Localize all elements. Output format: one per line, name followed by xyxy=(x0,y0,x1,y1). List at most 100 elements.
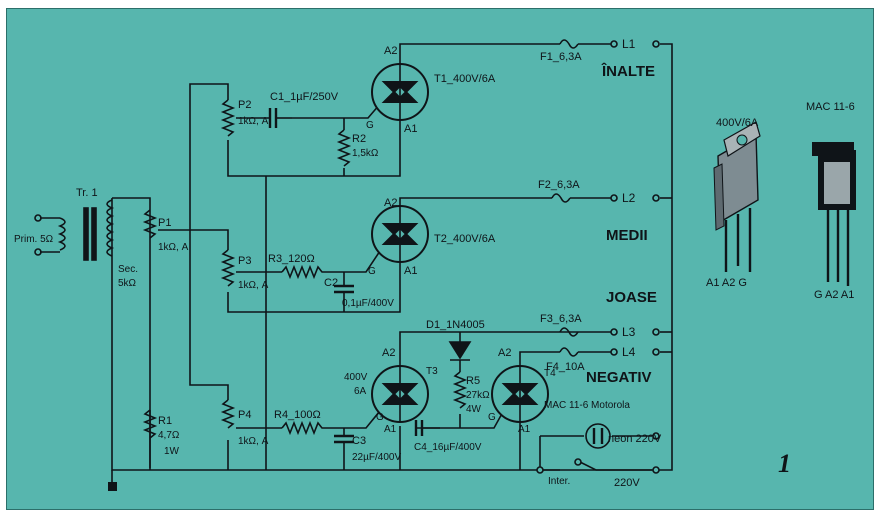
label-t1-a2: A2 xyxy=(384,45,397,57)
package-400v-6a xyxy=(713,121,761,272)
p2-zigzag xyxy=(220,99,236,137)
label-c3: C3 xyxy=(352,435,366,447)
f2-symbol xyxy=(551,193,571,203)
label-negativ: NEGATIV xyxy=(586,369,652,386)
p4-zigzag xyxy=(220,399,236,429)
label-r5: R5 xyxy=(466,375,480,387)
label-t2: T2_400V/6A xyxy=(434,233,496,245)
label-prim: Prim. 5Ω xyxy=(14,234,54,245)
label-f1: F1_6,3A xyxy=(540,51,582,63)
label-l1: L1 xyxy=(622,37,636,51)
label-p2: P2 xyxy=(238,99,251,111)
label-t2-a2: A2 xyxy=(384,197,397,209)
figure-number: 1 xyxy=(778,449,791,478)
p3-zigzag xyxy=(220,249,236,287)
label-inter: Inter. xyxy=(548,476,570,487)
label-r2: R2 xyxy=(352,133,366,145)
r3-zigzag xyxy=(281,264,326,280)
label-t1: T1_400V/6A xyxy=(434,73,496,85)
transformer-tr1 xyxy=(34,199,115,261)
label-p4: P4 xyxy=(238,409,251,421)
label-c1: C1_1µF/250V xyxy=(270,91,339,103)
package-mac-11-6 xyxy=(812,142,856,286)
label-joase: JOASE xyxy=(606,289,657,306)
triac-t1 xyxy=(371,62,429,121)
label-r1: R1 xyxy=(158,415,172,427)
label-sec: Sec. xyxy=(118,264,138,275)
neon-lamp xyxy=(585,423,611,449)
r5-zigzag xyxy=(452,371,468,409)
fuses xyxy=(551,39,579,357)
label-t4-g: G xyxy=(488,412,496,423)
f3-symbol xyxy=(559,327,579,337)
triacs xyxy=(371,62,549,423)
p1-zigzag xyxy=(142,209,158,239)
label-t3-a1: A1 xyxy=(384,424,397,435)
label-pkg2-pins: G A2 A1 xyxy=(814,289,854,301)
label-c2-val: 0,1µF/400V xyxy=(342,298,394,309)
r4-zigzag xyxy=(281,420,326,436)
wires xyxy=(111,43,673,471)
p1-p1-feed xyxy=(112,197,151,468)
potentiometers xyxy=(142,99,468,439)
label-medii: MEDII xyxy=(606,227,648,244)
label-f2: F2_6,3A xyxy=(538,179,580,191)
label-t2-g: G xyxy=(368,266,376,277)
label-t3-g: G xyxy=(376,412,384,423)
c3-plates xyxy=(334,434,354,444)
label-220v: 220V xyxy=(614,477,640,489)
label-c2: C2 xyxy=(324,277,338,289)
label-p3-val: 1kΩ, A xyxy=(238,280,269,291)
triac-t4 xyxy=(491,365,549,423)
label-tr1: Tr. 1 xyxy=(76,187,98,199)
r1-zigzag xyxy=(142,409,158,439)
f1-symbol xyxy=(559,39,579,49)
label-f4: F4_10A xyxy=(546,361,585,373)
terminals xyxy=(536,40,660,474)
label-pkg1: 400V/6A xyxy=(716,117,759,129)
r2-zigzag xyxy=(336,129,352,167)
label-r5-w: 4W xyxy=(466,404,482,415)
triac-t3 xyxy=(371,365,429,423)
label-l2: L2 xyxy=(622,191,636,205)
triac-t2 xyxy=(371,205,429,263)
label-d1: D1_1N4005 xyxy=(426,319,485,331)
label-r1-val: 4,7Ω xyxy=(158,430,180,441)
label-pkg1-pins: A1 A2 G xyxy=(706,277,747,289)
bus-p3 xyxy=(190,229,229,250)
label-l3: L3 xyxy=(622,325,636,339)
label-r2-val: 1,5kΩ xyxy=(352,148,379,159)
diode-d1 xyxy=(448,341,472,361)
label-c3-val: 22µF/400V xyxy=(352,452,401,463)
label-inalte: ÎNALTE xyxy=(601,62,655,80)
label-t2-a1: A1 xyxy=(404,265,417,277)
label-r1-w: 1W xyxy=(164,446,180,457)
label-r5-val: 27kΩ xyxy=(466,390,490,401)
label-l4: L4 xyxy=(622,345,636,359)
label-r3: R3_120Ω xyxy=(268,253,315,265)
label-f3: F3_6,3A xyxy=(540,313,582,325)
label-t1-g: G xyxy=(366,120,374,131)
text-labels: Tr. 1 Prim. 5Ω Sec. 5kΩ P1 1kΩ, A P2 1kΩ… xyxy=(14,37,855,489)
label-t4-model: MAC 11-6 Motorola xyxy=(544,400,630,411)
bus-p4 xyxy=(189,230,229,400)
label-sec-val: 5kΩ xyxy=(118,278,137,289)
label-t3-a2: A2 xyxy=(382,347,395,359)
label-p3: P3 xyxy=(238,255,251,267)
label-t4-a2: A2 xyxy=(498,347,511,359)
label-t4-a1: A1 xyxy=(518,424,531,435)
label-p2-val: 1kΩ, A xyxy=(238,116,269,127)
label-t3: T3 xyxy=(426,366,438,377)
label-c4: C4_16µF/400V xyxy=(414,442,482,453)
label-t3-v: 400V xyxy=(344,372,368,383)
label-t1-a1: A1 xyxy=(404,123,417,135)
label-r4: R4_100Ω xyxy=(274,409,321,421)
label-t3-a: 6A xyxy=(354,386,367,397)
label-pkg2: MAC 11-6 xyxy=(806,101,855,113)
label-p4-val: 1kΩ, A xyxy=(238,436,269,447)
label-p1-val: 1kΩ, A xyxy=(158,242,189,253)
label-p1: P1 xyxy=(158,217,171,229)
capacitors xyxy=(268,108,446,452)
